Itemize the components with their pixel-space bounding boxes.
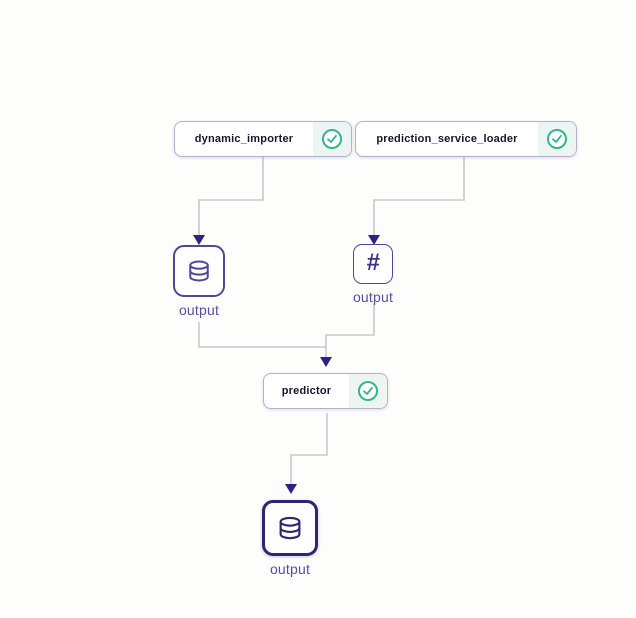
step-node-prediction-service-loader[interactable]: prediction_service_loader: [355, 121, 577, 157]
hash-icon: #: [366, 249, 380, 276]
artifact-box-selected[interactable]: [262, 500, 318, 556]
step-node-dynamic-importer[interactable]: dynamic_importer: [174, 121, 352, 157]
edge-left-output-to-predictor: [198, 322, 326, 348]
arrowhead-icon: [320, 357, 332, 367]
check-circle-icon: [322, 129, 342, 149]
artifact-label: output: [178, 302, 220, 318]
status-section: [313, 122, 351, 156]
artifact-node-importer-output: output: [173, 245, 225, 318]
step-label: prediction_service_loader: [376, 133, 518, 145]
check-circle-icon: [358, 381, 378, 401]
check-circle-icon: [547, 129, 567, 149]
edge-predictor-to-output: [290, 413, 328, 484]
status-section: [349, 374, 387, 408]
artifact-node-loader-output: # output: [353, 244, 393, 305]
database-icon: [189, 260, 209, 282]
artifact-label: output: [269, 561, 311, 577]
edge-loader-to-output: [373, 157, 465, 235]
arrowhead-icon: [285, 484, 297, 494]
arrowhead-icon: [193, 235, 205, 245]
step-label: dynamic_importer: [194, 133, 294, 145]
artifact-label: output: [352, 289, 394, 305]
artifact-box[interactable]: #: [353, 244, 393, 284]
database-icon: [279, 516, 301, 540]
step-node-predictor[interactable]: predictor: [263, 373, 388, 409]
step-label: predictor: [281, 385, 332, 397]
artifact-box[interactable]: [173, 245, 225, 297]
edge-importer-to-output: [198, 157, 264, 235]
artifact-node-predictor-output: output: [262, 500, 318, 577]
edge-right-output-to-predictor: [325, 303, 375, 357]
status-section: [538, 122, 576, 156]
